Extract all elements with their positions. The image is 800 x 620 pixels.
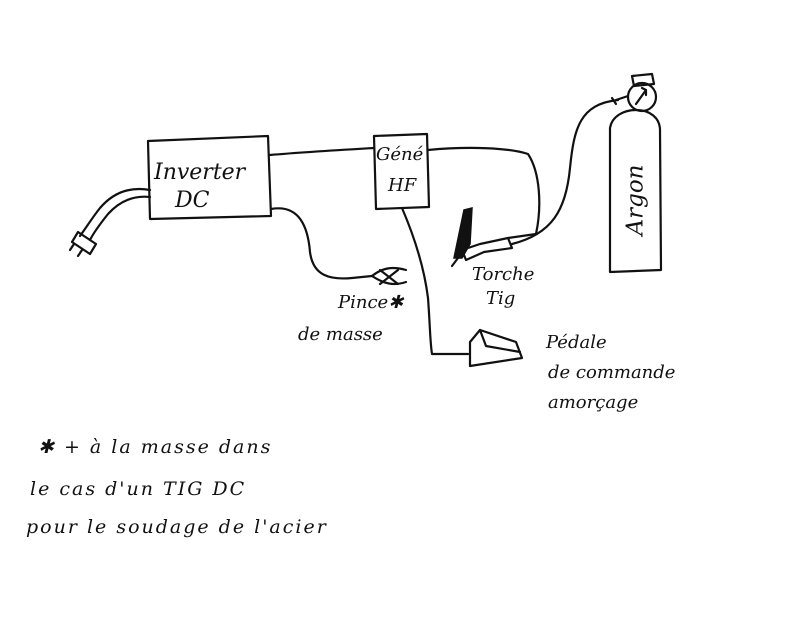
torch-label: Torche bbox=[472, 264, 535, 285]
ground-cable bbox=[269, 207, 374, 280]
torch-icon bbox=[453, 207, 473, 259]
pedal-cable bbox=[400, 206, 470, 356]
hf-torch-cable bbox=[426, 146, 541, 240]
clamp-icon bbox=[370, 266, 408, 286]
regulator-connector bbox=[610, 94, 630, 106]
footnote-line-3: pour le soudage de l'acier bbox=[26, 516, 328, 538]
argon-label: Argon bbox=[622, 164, 649, 236]
pedal-icon bbox=[468, 328, 524, 368]
ground-clamp-label: Pince✱ bbox=[338, 292, 404, 313]
power-cable-inner bbox=[88, 195, 152, 242]
footnote-line-1: ✱ + à la masse dans bbox=[38, 436, 273, 458]
hf-generator-box bbox=[372, 132, 431, 211]
ground-clamp-label-2: de masse bbox=[298, 324, 383, 345]
pedal-label-2: de commande bbox=[548, 362, 676, 383]
hf-generator-label: Géné bbox=[376, 144, 424, 165]
torch-head-icon bbox=[460, 236, 514, 262]
pedal-label: Pédale bbox=[546, 332, 607, 353]
inverter-type-label: DC bbox=[175, 188, 210, 213]
plug-pin-1 bbox=[68, 242, 76, 252]
pedal-top-icon bbox=[478, 328, 522, 354]
pedal-label-3: amorçage bbox=[548, 392, 639, 413]
gauge-needle-icon bbox=[634, 86, 648, 106]
torch-type-label: Tig bbox=[486, 288, 516, 309]
valve-icon bbox=[630, 72, 656, 88]
power-cable bbox=[78, 187, 152, 238]
hf-generator-type-label: HF bbox=[388, 175, 417, 196]
inverter-hf-cable bbox=[268, 146, 376, 157]
plug-icon bbox=[70, 230, 98, 256]
inverter-label: Inverter bbox=[154, 160, 246, 185]
gas-hose bbox=[510, 98, 620, 246]
torch-tip-icon bbox=[450, 256, 460, 268]
plug-pin-2 bbox=[76, 248, 84, 258]
inverter-box bbox=[146, 134, 273, 221]
footnote-line-2: le cas d'un TIG DC bbox=[30, 478, 247, 500]
